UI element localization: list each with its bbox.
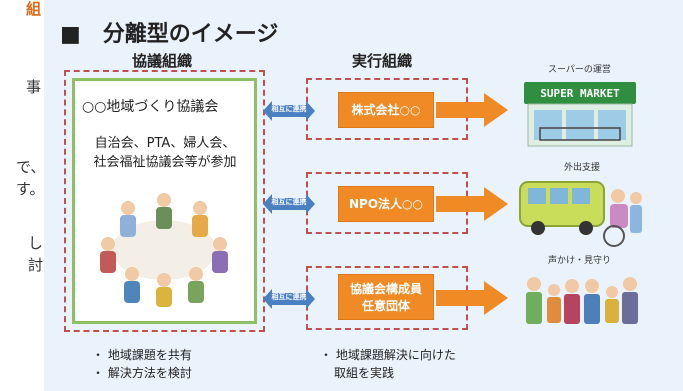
council-name: ○○地域づくり協議会 bbox=[82, 99, 219, 115]
council-members: 自治会、PTA、婦人会、 社会福祉協議会等が参加 bbox=[76, 134, 254, 172]
council-bullet-2: ・ 解決方法を検討 bbox=[92, 366, 192, 380]
person-icon bbox=[124, 267, 140, 303]
bus-caption: 外出支援 bbox=[564, 163, 601, 173]
supermarket-sign: SUPER MARKET bbox=[540, 87, 620, 100]
person-icon bbox=[584, 279, 600, 324]
person-icon bbox=[156, 193, 172, 229]
connector-1: 相互に連携 bbox=[263, 100, 315, 122]
org-box-volunteer-line-1: 協議会構成員 bbox=[349, 282, 422, 296]
double-arrow-icon bbox=[263, 289, 315, 309]
exec-bullets: ・ 地域課題解決に向けた 取組を実践 bbox=[320, 346, 456, 382]
right-arrow-icon bbox=[436, 93, 508, 127]
org-box-company: 株式会社○○ bbox=[338, 92, 434, 128]
org-box-volunteer-line-2: 任意団体 bbox=[361, 299, 410, 313]
connector-label: 相互に連携 bbox=[271, 198, 307, 206]
people-caption: 声かけ・見守り bbox=[548, 256, 612, 266]
person-icon bbox=[547, 284, 561, 323]
person-icon bbox=[212, 237, 228, 273]
person-icon bbox=[120, 201, 136, 237]
exec-column-header: 実行組織 bbox=[352, 52, 413, 70]
meeting-illustration bbox=[100, 193, 228, 307]
connector-label: 相互に連携 bbox=[271, 293, 307, 301]
supermarket-caption: スーパーの運営 bbox=[548, 65, 611, 75]
connector-label: 相互に連携 bbox=[271, 105, 307, 113]
exec-bullet-1: ・ 地域課題解決に向けた bbox=[320, 348, 456, 362]
left-fragment-2: 事 bbox=[26, 78, 42, 96]
person-icon bbox=[192, 201, 208, 237]
members-line-1: 自治会、PTA、婦人会、 bbox=[94, 136, 236, 151]
right-arrow-icon bbox=[436, 281, 508, 315]
supermarket-illustration bbox=[524, 82, 636, 147]
double-arrow-icon bbox=[263, 101, 315, 121]
left-fragment-1: 組 bbox=[26, 0, 42, 18]
org-box-npo: NPO法人○○ bbox=[338, 186, 434, 222]
council-bullets: ・ 地域課題を共有 ・ 解決方法を検討 bbox=[92, 346, 192, 382]
council-dashed-frame bbox=[64, 70, 265, 332]
connector-3: 相互に連携 bbox=[263, 288, 315, 310]
people-illustration bbox=[526, 277, 638, 324]
exec-bullet-2: 取組を実践 bbox=[334, 366, 395, 380]
person-icon bbox=[156, 273, 172, 307]
person-icon bbox=[605, 286, 619, 323]
person-icon bbox=[622, 277, 638, 324]
left-fragment-3: で、 bbox=[16, 158, 46, 176]
left-fragment-5: し bbox=[28, 234, 44, 252]
members-line-2: 社会福祉協議会等が参加 bbox=[93, 155, 237, 170]
double-arrow-icon bbox=[263, 194, 315, 214]
person-icon bbox=[188, 267, 204, 303]
org-box-volunteer: 協議会構成員 任意団体 bbox=[338, 274, 434, 320]
left-text-column: 組 事 で、 す。 し 討 bbox=[0, 0, 46, 391]
left-fragment-6: 討 bbox=[28, 256, 44, 274]
person-icon bbox=[526, 277, 542, 324]
left-fragment-4: す。 bbox=[16, 180, 45, 198]
person-icon bbox=[564, 279, 580, 324]
diagram-title: ■ 分離型のイメージ bbox=[60, 22, 279, 47]
connector-2: 相互に連携 bbox=[263, 193, 315, 215]
person-icon bbox=[100, 237, 116, 273]
council-column-header: 協議組織 bbox=[132, 52, 193, 70]
right-arrow-icon bbox=[436, 187, 508, 221]
council-bullet-1: ・ 地域課題を共有 bbox=[92, 348, 192, 362]
bus-illustration bbox=[519, 181, 642, 247]
